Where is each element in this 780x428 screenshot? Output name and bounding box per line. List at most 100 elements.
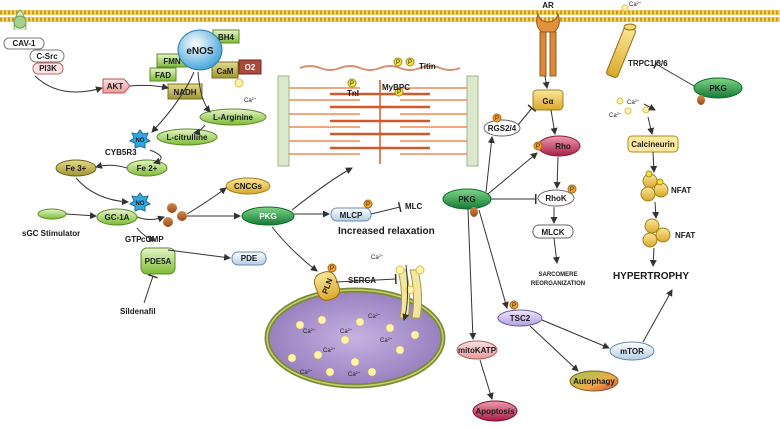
svg-text:Ca2+: Ca2+ — [323, 346, 336, 355]
rho-node: Rho P — [533, 135, 581, 157]
calcineurin-label: Calcineurin — [631, 140, 675, 149]
trpc-channel: Ca2+ — [606, 0, 642, 78]
cncgs-node: CNCGs — [225, 177, 271, 195]
pde-label: PDE — [241, 254, 258, 263]
svg-text:P: P — [330, 266, 334, 272]
nfat-node-2 — [642, 218, 671, 248]
svg-text:Ca2+: Ca2+ — [340, 327, 353, 336]
nfat-node-1 — [640, 170, 669, 202]
fmn-label: FMN — [163, 57, 181, 66]
l-citrulline-label: L-citrulline — [167, 133, 208, 142]
pkg-node-1: PKG — [241, 206, 295, 226]
l-citrulline-node: L-citrulline — [156, 128, 218, 146]
pkg-1-label: PKG — [259, 212, 276, 221]
svg-text:Ca2+: Ca2+ — [348, 370, 361, 379]
apoptosis-label: Apoptosis — [475, 407, 515, 416]
sgc-stimulator-label: sGC Stimulator — [22, 229, 80, 238]
autophagy-label: Autophagy — [573, 377, 615, 386]
svg-text:P: P — [512, 303, 516, 309]
autophagy-node: Autophagy — [569, 370, 619, 392]
sgc-stimulator: sGC Stimulator — [22, 208, 80, 238]
fe2-label: Fe 2+ — [137, 164, 158, 173]
mlcp-node: MLCP P — [330, 199, 373, 222]
rho-label: Rho — [555, 142, 571, 151]
no-star-2: NO — [128, 192, 152, 212]
akt-label: AKT — [107, 82, 124, 91]
mlck-node: MLCK — [532, 224, 574, 239]
sildenafil-label: Sildenafil — [120, 307, 156, 316]
svg-text:Ca2+: Ca2+ — [300, 368, 313, 377]
cncgs-label: CNCGs — [234, 182, 263, 191]
ca-top-label: Ca2+ — [629, 0, 642, 8]
pde-node: PDE — [231, 251, 267, 266]
cav1-label: CAV-1 — [13, 39, 37, 48]
hypertrophy-label: HYPERTROPHY — [613, 271, 689, 282]
svg-text:P: P — [350, 81, 354, 87]
mlc-label: MLC — [405, 202, 423, 211]
svg-text:P: P — [495, 116, 499, 122]
fe3-node: Fe 3+ — [55, 159, 97, 177]
tsc2-node: TSC2 P — [497, 300, 543, 327]
trpc-label: TRPC1/3/6 — [628, 59, 668, 68]
tni-label: TnI — [347, 89, 359, 98]
bh4-label: BH4 — [218, 33, 235, 42]
nfat-2-label: NFAT — [675, 231, 695, 240]
pathway-arrows — [34, 59, 695, 400]
svg-text:P: P — [408, 60, 412, 66]
svg-text:Ca2+: Ca2+ — [627, 98, 640, 107]
pkg-3-label: PKG — [709, 84, 726, 93]
csrc-label: C-Src — [36, 52, 58, 61]
ca-sr-label: Ca2+ — [371, 253, 384, 262]
fad-label: FAD — [155, 71, 171, 80]
fe3-label: Fe 3+ — [66, 164, 87, 173]
no-2-label: NO — [136, 201, 145, 207]
rgs-node: RGS2/4 P — [483, 113, 521, 137]
enos-label: eNOS — [186, 46, 214, 57]
pde5a-node: PDE5A — [140, 247, 176, 275]
pi3k-label: PI3K — [39, 64, 57, 73]
svg-text:P: P — [397, 90, 401, 96]
svg-text:P: P — [570, 187, 574, 193]
mitokatp-node: mitoKATP — [456, 340, 498, 360]
gc1a-node: GC-1A — [96, 208, 138, 226]
cyb5r3-label: CYB5R3 — [105, 148, 137, 157]
ar-label: AR — [542, 1, 554, 10]
svg-text:P: P — [396, 60, 400, 66]
rhok-node: RhoK P — [537, 184, 577, 207]
mybpc-label: MyBPC — [382, 83, 410, 92]
ar-receptor: AR — [536, 1, 560, 77]
ca-cytosol: Ca2+ Ca2+ — [609, 97, 650, 120]
g-alpha-label: Gα — [542, 97, 553, 106]
nfat-1-label: NFAT — [671, 186, 691, 195]
gtp-label: GTP — [125, 235, 142, 244]
mitokatp-label: mitoKATP — [458, 346, 497, 355]
o2-label: O2 — [245, 63, 256, 72]
enos-complex: FMN FAD NADH BH4 CaM eNOS O2 Ca2+ — [149, 29, 262, 105]
increased-relaxation-label: Increased relaxation — [338, 226, 435, 237]
pln-node: PLN P — [313, 263, 341, 301]
titin-label: Titin — [419, 62, 436, 71]
calcineurin-node: Calcineurin — [627, 135, 679, 153]
svg-text:Ca2+: Ca2+ — [303, 327, 316, 336]
cgmp-molecules — [163, 203, 187, 227]
sarcomere — [277, 65, 479, 167]
gc1a-label: GC-1A — [105, 213, 130, 222]
sarcomere-label-2: REORGANIZATION — [531, 281, 585, 287]
cam-label: CaM — [217, 67, 234, 76]
svg-text:Ca2+: Ca2+ — [609, 111, 622, 120]
nadh-label: NADH — [173, 88, 196, 97]
mtor-label: mTOR — [620, 347, 644, 356]
mlck-label: MLCK — [541, 228, 564, 237]
rhok-label: RhoK — [545, 194, 567, 203]
pkg-2-label: PKG — [458, 195, 475, 204]
akt-node: AKT — [102, 78, 131, 94]
fe2-node: Fe 2+ — [126, 159, 168, 177]
cell-membrane — [0, 10, 780, 22]
g-alpha-node: Gα — [532, 89, 564, 111]
mlcp-label: MLCP — [340, 211, 363, 220]
sarcomere-label-1: SARCOMERE — [538, 272, 577, 278]
l-arginine-node: L-Arginine — [199, 108, 267, 126]
ca-enos-label: Ca2+ — [244, 96, 257, 105]
svg-text:Ca2+: Ca2+ — [368, 312, 381, 321]
rgs-label: RGS2/4 — [488, 124, 517, 133]
